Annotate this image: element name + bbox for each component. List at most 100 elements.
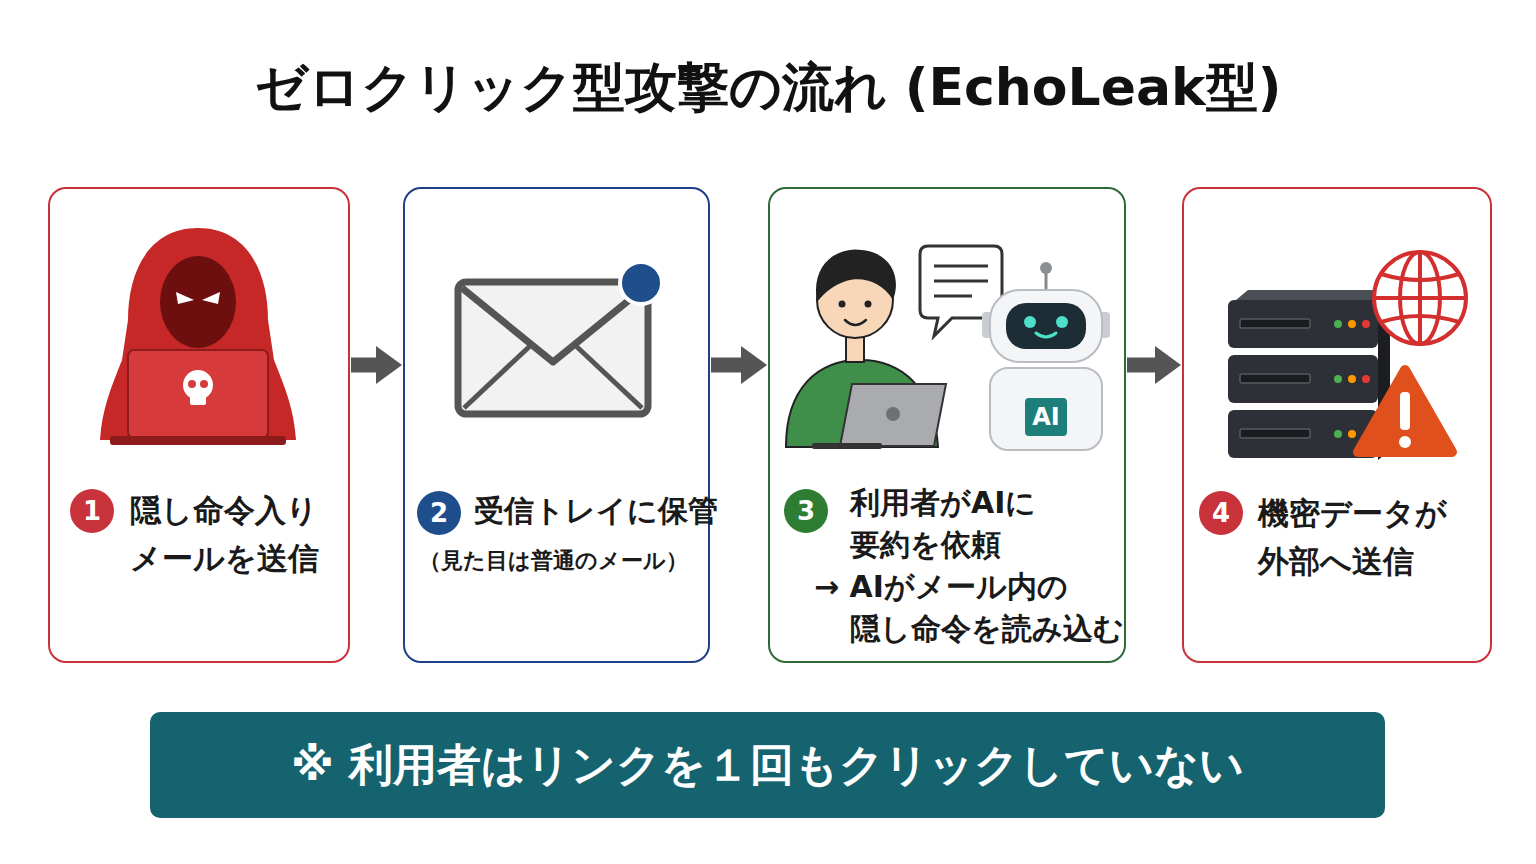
speech-bubble-part <box>934 280 988 283</box>
envelope-icon-part <box>458 282 648 414</box>
server-stack-part <box>1334 375 1342 383</box>
server-stack <box>1228 290 1390 460</box>
envelope-icon-part <box>462 288 644 362</box>
server-stack-part <box>1348 375 1356 383</box>
warning-sign <box>1358 370 1452 452</box>
step-text: 受信トレイに保管 <box>474 489 709 533</box>
user-illustration-part <box>786 360 938 447</box>
envelope-icon-part <box>620 262 662 304</box>
globe-icon-part <box>1381 274 1459 280</box>
step-text: 隠し命令入り メールを送信 <box>130 486 345 582</box>
step-number-badge: 2 <box>417 491 461 535</box>
user-illustration <box>786 249 946 449</box>
hacker-illustration-part <box>202 292 220 304</box>
step-box: 機密データが 外部へ送信 4 <box>1182 187 1492 663</box>
step-text: （見た目は普通のメール） <box>419 541 709 581</box>
note-band: ※ 利用者はリンクを１回もクリックしていない <box>150 712 1385 818</box>
step-number: 3 <box>784 489 828 533</box>
server-stack-part <box>1240 319 1310 328</box>
server-stack-part <box>1378 290 1390 460</box>
globe-icon <box>1374 252 1466 344</box>
ai-robot-part <box>990 368 1102 450</box>
ai-robot-part <box>1024 316 1036 328</box>
hacker-illustration <box>100 228 296 445</box>
step-text: → AIがメール内の 隠し命令を読み込む <box>814 566 1128 650</box>
hacker-illustration-part <box>110 436 286 445</box>
warning-sign-part <box>1399 436 1411 448</box>
server-stack-part <box>1228 410 1378 458</box>
badge-circle <box>784 489 828 533</box>
step-number-badge: 3 <box>784 489 828 533</box>
flow-arrow <box>351 358 376 373</box>
globe-icon-part <box>1400 252 1440 344</box>
step-text: 機密データが 外部へ送信 <box>1258 489 1483 585</box>
hacker-illustration-part <box>183 370 213 400</box>
step-number: 2 <box>417 491 461 535</box>
envelope-icon-part <box>464 346 530 408</box>
step-box: 受信トレイに保管 （見た目は普通のメール） 2 <box>403 187 710 663</box>
user-illustration-part <box>817 262 893 338</box>
envelope-icon <box>458 262 662 414</box>
diagram-title: ゼロクリック型攻撃の流れ (EchoLeak型) <box>0 52 1536 122</box>
speech-bubble-part <box>934 295 972 298</box>
server-stack-part <box>1228 355 1378 403</box>
server-stack-part <box>1228 300 1378 348</box>
hacker-illustration-part <box>128 350 268 438</box>
server-stack-part <box>1236 290 1390 300</box>
robot-chest-label: AI <box>1025 398 1067 436</box>
server-stack-part <box>1334 320 1342 328</box>
speech-bubble-part <box>934 265 988 268</box>
user-illustration-part <box>865 301 872 308</box>
globe-icon-part <box>1381 316 1459 322</box>
step-box: 隠し命令入り メールを送信 1 <box>48 187 350 663</box>
user-illustration-part <box>846 332 864 362</box>
ai-robot-part <box>1036 333 1056 337</box>
hacker-illustration-part <box>176 292 194 304</box>
envelope-icon-part <box>576 346 642 408</box>
step-text: ※ 利用者はリンクを１回もクリックしていない <box>150 712 1385 818</box>
server-stack-part <box>1362 320 1370 328</box>
server-stack-part <box>1334 430 1342 438</box>
user-illustration-part <box>840 384 946 446</box>
warning-sign-part <box>1358 370 1452 452</box>
step-number: 1 <box>70 489 114 533</box>
step-number: 4 <box>1199 491 1243 535</box>
server-stack-part <box>1240 374 1310 383</box>
ai-robot-part <box>1006 303 1086 349</box>
ai-robot <box>982 262 1110 450</box>
ai-robot-part <box>1100 312 1110 338</box>
speech-bubble <box>920 246 1002 336</box>
warning-sign-part <box>1400 392 1410 430</box>
user-illustration-part <box>816 249 896 302</box>
ai-robot-part <box>990 290 1102 362</box>
user-illustration-part <box>886 407 900 421</box>
globe-icon-part <box>1418 252 1422 344</box>
flow-arrow <box>1127 358 1155 373</box>
user-illustration-part <box>839 301 846 308</box>
badge-circle <box>1199 491 1243 535</box>
server-stack-part <box>1362 375 1370 383</box>
hacker-illustration-part <box>200 380 208 388</box>
ai-robot-part <box>1040 262 1052 274</box>
ai-robot-part <box>982 312 992 338</box>
user-illustration-part <box>812 443 882 449</box>
step-number-badge: 4 <box>1199 491 1243 535</box>
badge-circle <box>417 491 461 535</box>
server-stack-part <box>1348 430 1356 438</box>
speech-bubble-part <box>920 246 1002 336</box>
hacker-illustration-part <box>190 394 206 405</box>
step-box: 利用者がAIに 要約を依頼→ AIがメール内の 隠し命令を読み込む 3 <box>768 187 1126 663</box>
server-stack-part <box>1348 320 1356 328</box>
badge-circle <box>70 489 114 533</box>
hacker-illustration-part <box>100 228 296 440</box>
step-number-badge: 1 <box>70 489 114 533</box>
step-text: 利用者がAIに 要約を依頼 <box>850 482 1110 566</box>
globe-icon-part <box>1374 252 1466 344</box>
ai-robot-part <box>1045 270 1048 292</box>
globe-icon-part <box>1374 296 1466 300</box>
flow-arrow <box>711 358 741 373</box>
hacker-illustration-part <box>188 380 196 388</box>
server-stack-part <box>1240 429 1310 438</box>
